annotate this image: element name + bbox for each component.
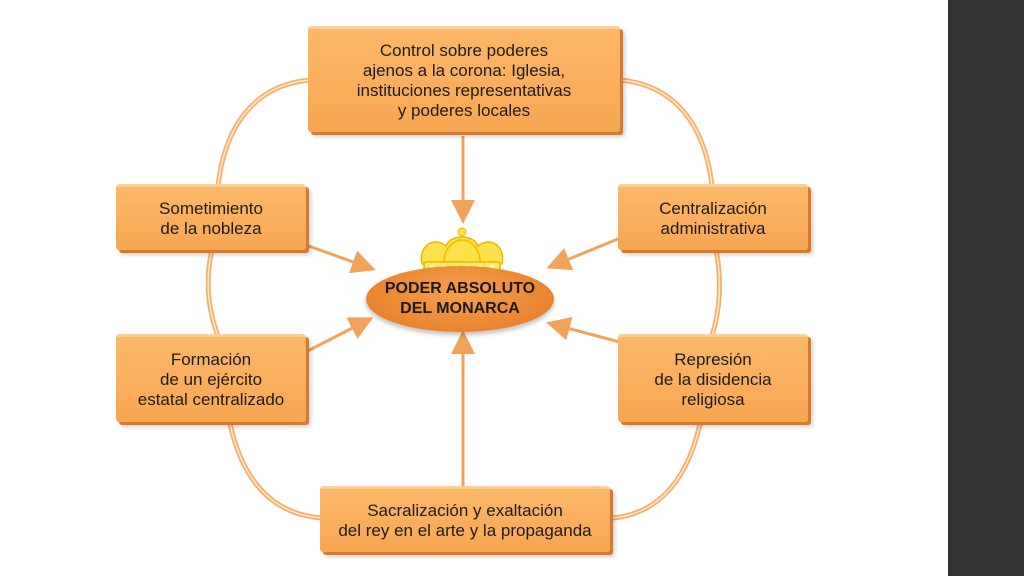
connector-layer: [205, 77, 722, 521]
node-represion-disidencia: Represión de la disidencia religiosa: [618, 334, 808, 422]
node-formacion-ejercito: Formación de un ejército estatal central…: [116, 334, 306, 422]
arrow-upper-right: [546, 232, 631, 271]
side-panel: [948, 0, 1024, 576]
node-sacralizacion-rey: Sacralización y exaltación del rey en el…: [320, 486, 610, 552]
arrow-lower-left: [293, 317, 374, 360]
node-control-poderes: Control sobre poderes ajenos a la corona…: [308, 26, 620, 132]
center-node-poder-absoluto: PODER ABSOLUTO DEL MONARCA: [366, 266, 554, 332]
node-sometimiento-nobleza: Sometimiento de la nobleza: [116, 184, 306, 250]
node-centralizacion-administrativa: Centralización administrativa: [618, 184, 808, 250]
loop-bottom-left: [227, 421, 325, 521]
loop-bottom-right: [609, 421, 703, 521]
